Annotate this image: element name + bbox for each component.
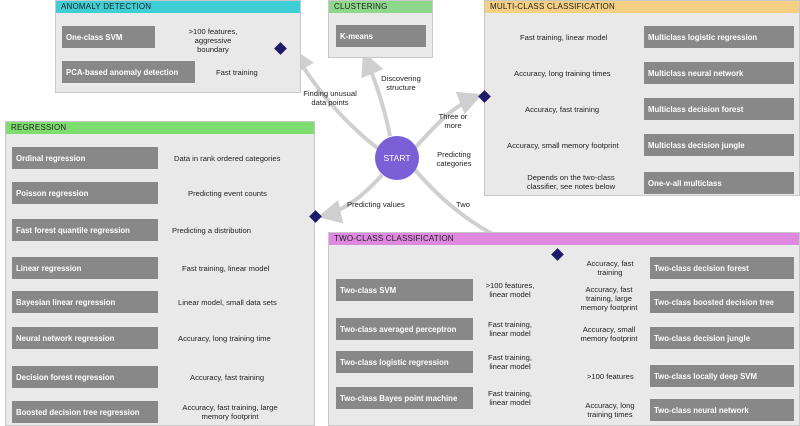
algo-fast-forest-quantile[interactable]: Fast forest quantile regression: [12, 219, 158, 241]
arrow-to-clustering: [361, 51, 392, 137]
criterion-neural-network-regression: Accuracy, long training time: [178, 334, 271, 343]
algo-neural-network-regression[interactable]: Neural network regression: [12, 327, 158, 349]
algo-two-class-averaged-perceptron[interactable]: Two-class averaged perceptron: [336, 318, 473, 340]
algo-bayesian-linear[interactable]: Bayesian linear regression: [12, 291, 158, 313]
criterion-bayesian-linear: Linear model, small data sets: [178, 298, 277, 307]
multiclass-title: MULTI-CLASS CLASSIFICATION: [485, 1, 799, 13]
regression-title: REGRESSION: [6, 122, 314, 134]
arrow-to-regression: [317, 173, 384, 224]
path-label-values: Predicting values: [347, 200, 405, 209]
path-label-structure: Discovering structure: [381, 74, 421, 92]
criterion-mc-forest: Accuracy, fast training: [525, 105, 600, 114]
criterion-linear-regression: Fast training, linear model: [182, 264, 270, 273]
criterion-boosted-decision-tree-regression: Accuracy, fast training, large memory fo…: [182, 403, 278, 421]
criterion-two-class-decision-forest: Accuracy, fast training: [586, 259, 634, 277]
algo-two-class-locally-deep-svm[interactable]: Two-class locally deep SVM: [650, 365, 794, 387]
algo-two-class-bayes-point-machine[interactable]: Two-class Bayes point machine: [336, 387, 473, 409]
algo-k-means[interactable]: K-means: [336, 25, 426, 47]
algo-two-class-logistic-regression[interactable]: Two-class logistic regression: [336, 351, 473, 373]
start-node[interactable]: START: [375, 136, 419, 180]
anomaly-title: ANOMALY DETECTION: [56, 1, 300, 13]
algo-poisson-regression[interactable]: Poisson regression: [12, 182, 158, 204]
criterion-two-class-svm: >100 features, linear model: [485, 281, 535, 299]
algo-mc-jungle[interactable]: Multiclass decision jungle: [644, 134, 794, 156]
criterion-mc-jungle: Accuracy, small memory footprint: [507, 141, 619, 150]
criterion-mc-logistic: Fast training, linear model: [520, 33, 608, 42]
algo-pca-anomaly[interactable]: PCA-based anomaly detection: [62, 61, 195, 83]
path-label-unusual: Finding unusual data points: [303, 89, 357, 107]
clustering-title: CLUSTERING: [329, 1, 432, 13]
path-label-three-or-more: Three or more: [438, 112, 468, 130]
twoclass-title: TWO-CLASS CLASSIFICATION: [329, 233, 799, 245]
algo-two-class-boosted-decision-tree[interactable]: Two-class boosted decision tree: [650, 291, 794, 313]
algo-ordinal-regression[interactable]: Ordinal regression: [12, 147, 158, 169]
criterion-two-class-boosted-decision-tree: Accuracy, fast training, large memory fo…: [580, 285, 638, 312]
path-label-categories: Predicting categories: [436, 150, 472, 168]
arrow-to-multiclass: [413, 91, 483, 150]
criterion-ordinal: Data in rank ordered categories: [174, 154, 281, 163]
criterion-two-class-averaged-perceptron: Fast training, linear model: [488, 320, 532, 338]
algo-two-class-decision-jungle[interactable]: Two-class decision jungle: [650, 327, 794, 349]
algo-mc-neural[interactable]: Multiclass neural network: [644, 62, 794, 84]
criterion-pca-anomaly: Fast training: [216, 68, 258, 77]
algo-boosted-decision-tree-regression[interactable]: Boosted decision tree regression: [12, 401, 158, 423]
criterion-mc-one-v-all: Depends on the two-class classifier, see…: [526, 173, 616, 191]
criterion-mc-neural: Accuracy, long training times: [514, 69, 611, 78]
algo-two-class-decision-forest[interactable]: Two-class decision forest: [650, 257, 794, 279]
path-label-two: Two: [456, 200, 470, 209]
criterion-two-class-locally-deep-svm: >100 features: [587, 372, 634, 381]
algo-two-class-svm[interactable]: Two-class SVM: [336, 279, 473, 301]
algo-mc-one-v-all[interactable]: One-v-all multiclass: [644, 172, 794, 194]
criterion-two-class-decision-jungle: Accuracy, small memory footprint: [580, 325, 638, 343]
criterion-two-class-logistic-regression: Fast training, linear model: [488, 353, 532, 371]
algo-one-class-svm[interactable]: One-class SVM: [62, 26, 155, 48]
algo-two-class-neural-network[interactable]: Two-class neural network: [650, 399, 794, 421]
criterion-one-class-svm: >100 features, aggressive boundary: [188, 27, 238, 54]
algo-decision-forest-regression[interactable]: Decision forest regression: [12, 366, 158, 388]
criterion-two-class-neural-network: Accuracy, long training times: [585, 401, 635, 419]
algo-mc-logistic[interactable]: Multiclass logistic regression: [644, 26, 794, 48]
algo-mc-forest[interactable]: Multiclass decision forest: [644, 98, 794, 120]
criterion-two-class-bayes-point-machine: Fast training, linear model: [488, 389, 532, 407]
criterion-decision-forest-regression: Accuracy, fast training: [190, 373, 265, 382]
criterion-poisson: Predicting event counts: [188, 189, 267, 198]
criterion-fast-forest-quantile: Predicting a distribution: [172, 226, 251, 235]
algo-linear-regression[interactable]: Linear regression: [12, 257, 158, 279]
